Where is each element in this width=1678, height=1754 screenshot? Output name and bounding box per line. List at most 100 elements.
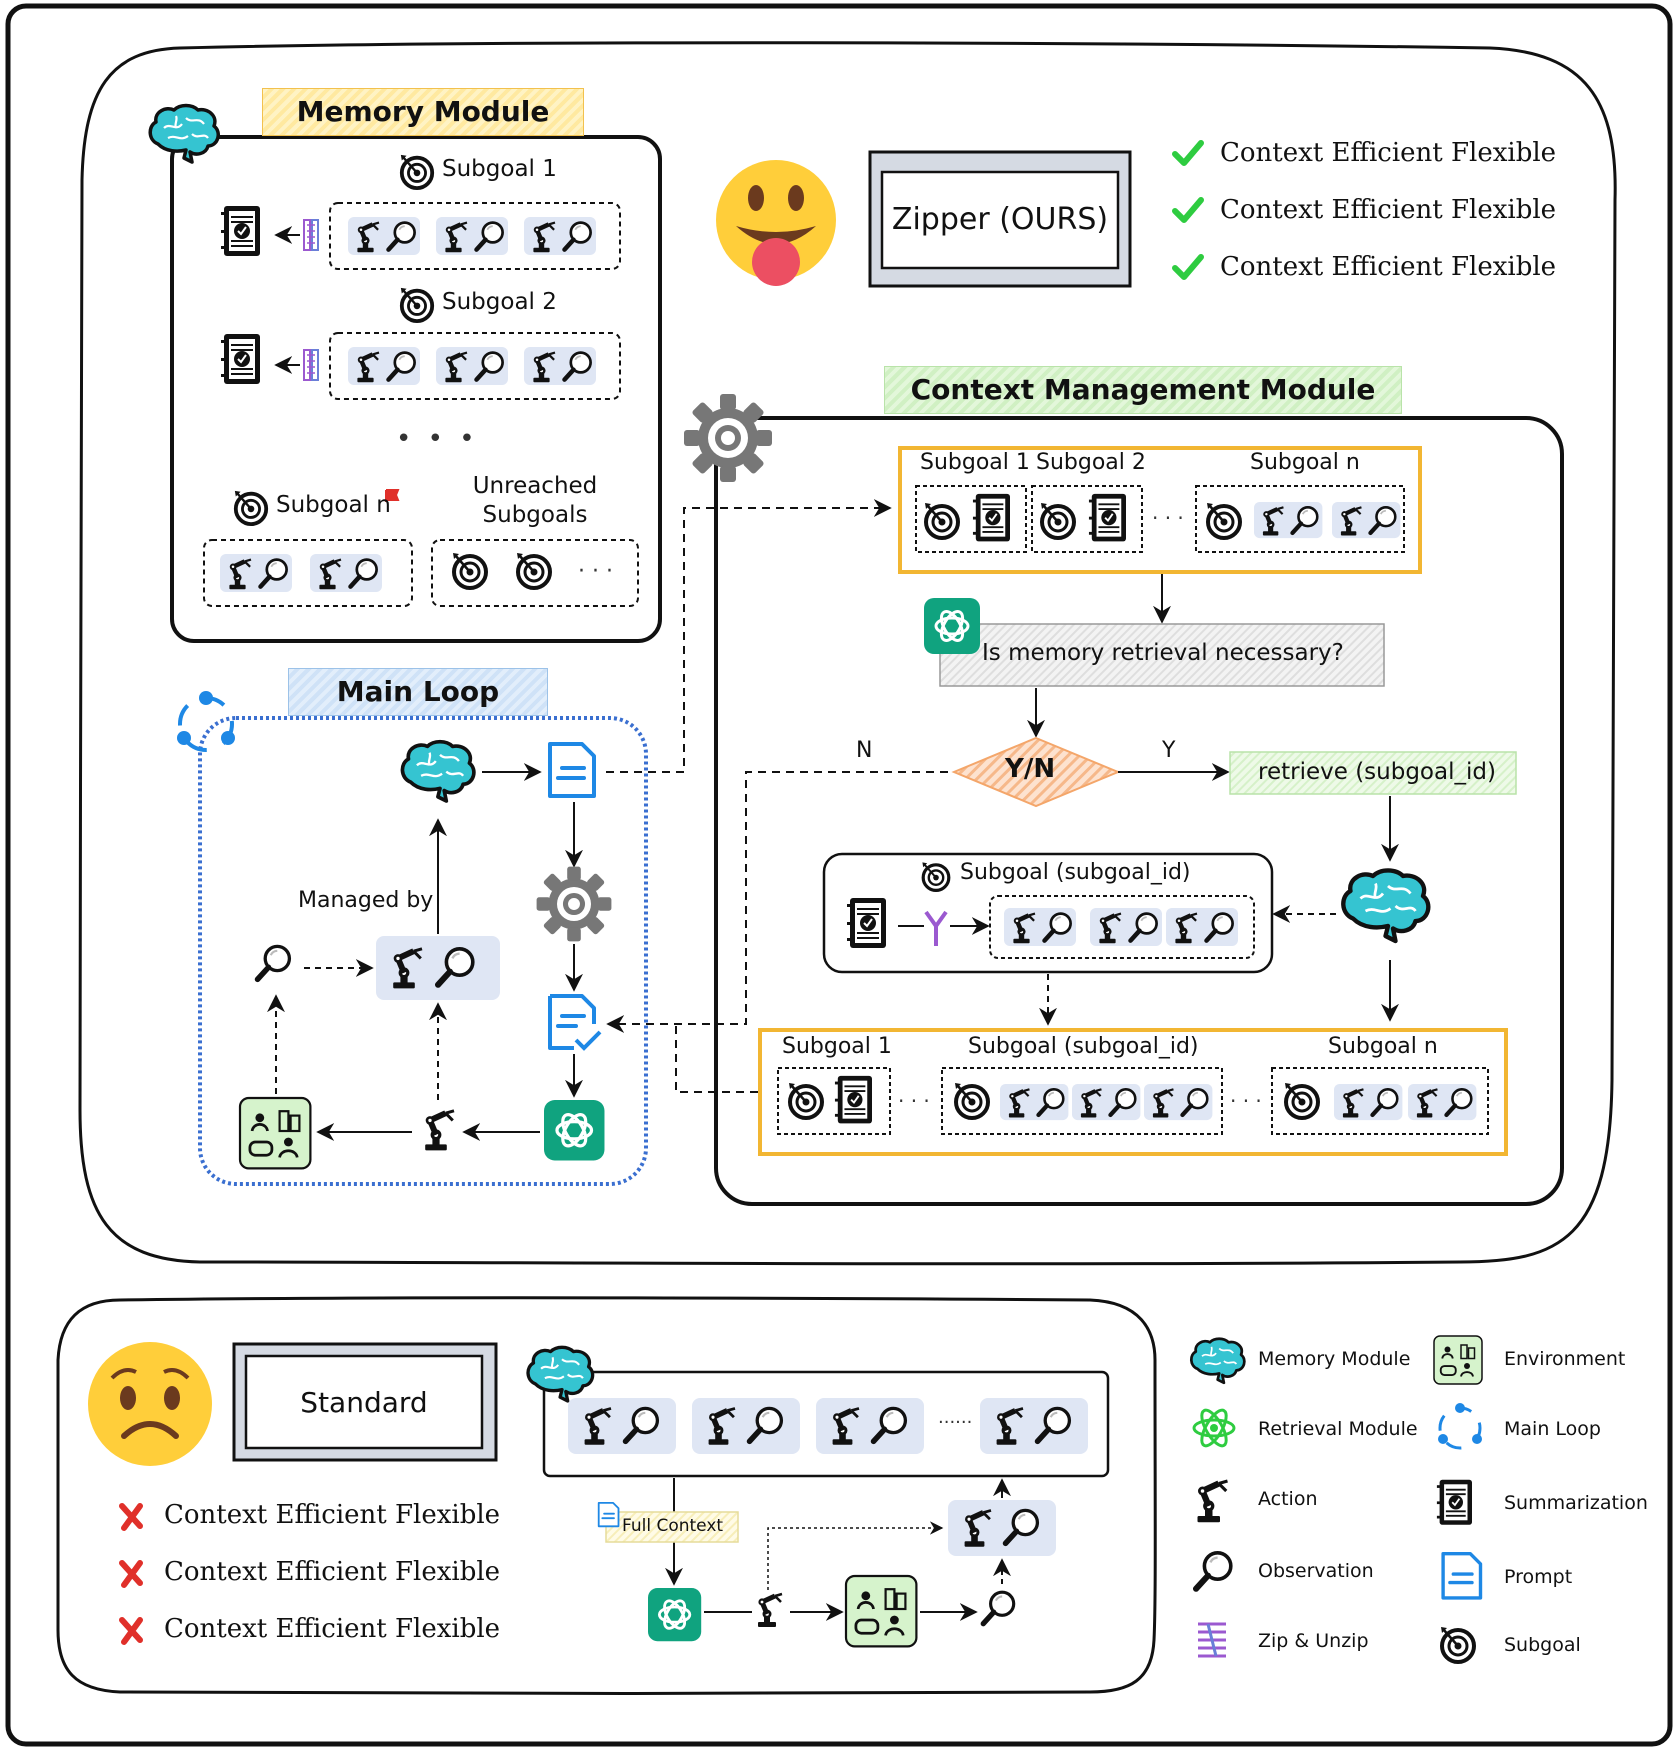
subgoal-target-icon bbox=[451, 551, 488, 590]
loop-icon bbox=[177, 691, 235, 752]
memory-module-box bbox=[170, 135, 662, 643]
ctx-top-subgoal-1: Subgoal 1 bbox=[920, 450, 1030, 475]
action-observation-pair bbox=[1254, 502, 1322, 538]
happy-emoji bbox=[716, 160, 836, 286]
action-icon bbox=[425, 1111, 454, 1151]
ctx-bottom-subgoal-n: Subgoal n bbox=[1328, 1034, 1438, 1059]
subgoal-target-icon bbox=[398, 285, 435, 324]
svg-text:· · ·: · · · bbox=[1152, 506, 1184, 530]
svg-text:· · ·: · · · bbox=[898, 1089, 930, 1113]
zipper-pro-1: Context Efficient Flexible bbox=[1220, 138, 1557, 168]
memory-ellipsis: • • • bbox=[396, 424, 479, 454]
summary-icon bbox=[972, 492, 1011, 543]
red-flag-icon bbox=[385, 489, 400, 502]
openai-logo-icon bbox=[646, 1586, 703, 1643]
ctx-bottom-subgoal-id: Subgoal (subgoal_id) bbox=[968, 1034, 1199, 1059]
svg-text:······: ······ bbox=[938, 1412, 972, 1433]
zipper-title: Zipper (OURS) bbox=[891, 202, 1109, 237]
subgoal-target-icon bbox=[232, 488, 269, 526]
action-observation-pair bbox=[1004, 908, 1076, 946]
subgoal-target-icon bbox=[920, 860, 951, 893]
zipper-pro-2: Context Efficient Flexible bbox=[1220, 195, 1557, 225]
magnifier-icon bbox=[1196, 1553, 1231, 1589]
environment-icon bbox=[1433, 1335, 1483, 1385]
check-icon bbox=[1175, 143, 1201, 163]
robot-arm-icon bbox=[1198, 1481, 1228, 1522]
summary-icon bbox=[834, 1074, 873, 1125]
legend-label-summarization: Summarization bbox=[1504, 1492, 1648, 1514]
zipper-icon bbox=[924, 910, 948, 946]
subgoal-target-icon bbox=[923, 501, 960, 540]
action-observation-pair bbox=[1072, 1084, 1140, 1120]
subgoal-target-icon bbox=[398, 152, 435, 191]
standard-title: Standard bbox=[300, 1386, 428, 1419]
gear-icon bbox=[536, 866, 612, 942]
cross-icon bbox=[122, 1620, 140, 1642]
subgoal-target-icon bbox=[515, 551, 552, 590]
action-observation-pair bbox=[436, 217, 508, 255]
subgoal-target-icon bbox=[953, 1081, 990, 1120]
context-module-header: Context Management Module bbox=[884, 366, 1402, 414]
subgoal-1-label: Subgoal 1 bbox=[442, 156, 557, 182]
legend-label-memory-module: Memory Module bbox=[1258, 1348, 1411, 1370]
ctx-top-subgoal-n: Subgoal n bbox=[1250, 450, 1360, 475]
action-observation-pair bbox=[1332, 502, 1400, 538]
legend bbox=[1189, 1335, 1483, 1664]
question-box bbox=[939, 623, 1385, 687]
brain-icon bbox=[1189, 1337, 1246, 1385]
question-text: Is memory retrieval necessary? bbox=[982, 640, 1344, 666]
prompt-check-icon bbox=[548, 994, 602, 1050]
summary-icon bbox=[846, 897, 887, 949]
cross-icon bbox=[122, 1563, 140, 1585]
summary-icon bbox=[1087, 492, 1127, 543]
action-observation-pair bbox=[524, 347, 596, 385]
subgoal-target-icon bbox=[1205, 501, 1242, 540]
action-icon bbox=[758, 1594, 782, 1627]
subgoal-target-icon bbox=[787, 1081, 824, 1120]
subgoal-target-icon bbox=[1283, 1081, 1320, 1120]
target-icon bbox=[1439, 1625, 1476, 1664]
observation-icon bbox=[258, 946, 290, 979]
svg-text:· · ·: · · · bbox=[1230, 1089, 1262, 1113]
action-observation-pair bbox=[948, 1500, 1056, 1556]
retrieved-subgoal-label: Subgoal (subgoal_id) bbox=[960, 860, 1191, 885]
action-observation-pair bbox=[348, 347, 420, 385]
retrieve-text: retrieve (subgoal_id) bbox=[1258, 759, 1496, 785]
openai-logo-icon bbox=[922, 596, 982, 656]
outer-frame bbox=[5, 3, 1673, 1747]
legend-label-observation: Observation bbox=[1258, 1560, 1374, 1582]
action-observation-pair bbox=[1408, 1084, 1476, 1120]
unreached-subgoals-label: Unreached Subgoals bbox=[472, 473, 598, 528]
managed-by-label: Managed by bbox=[298, 888, 434, 913]
legend-label-retrieval-module: Retrieval Module bbox=[1258, 1418, 1418, 1440]
full-context-label: Full Context bbox=[622, 1516, 724, 1536]
check-icon bbox=[1175, 200, 1201, 220]
decision-diamond bbox=[951, 736, 1121, 808]
pair-row: ······ bbox=[568, 1398, 1088, 1454]
prompt-icon bbox=[1441, 1551, 1483, 1600]
main-loop-box bbox=[198, 716, 648, 1186]
zipper-icon bbox=[303, 219, 319, 251]
action-observation-pair bbox=[220, 554, 292, 592]
legend-label-main-loop: Main Loop bbox=[1504, 1418, 1601, 1440]
action-observation-pair bbox=[1000, 1084, 1068, 1120]
check-icon bbox=[1175, 257, 1201, 277]
standard-con-2: Context Efficient Flexible bbox=[164, 1557, 501, 1587]
brain-icon bbox=[400, 739, 476, 803]
gear-icon bbox=[684, 394, 772, 482]
action-observation-pair bbox=[1334, 1084, 1402, 1120]
standard-con-3: Context Efficient Flexible bbox=[164, 1614, 501, 1644]
loop-icon bbox=[1438, 1403, 1482, 1450]
legend-label-prompt: Prompt bbox=[1504, 1566, 1573, 1588]
action-observation-pair bbox=[524, 217, 596, 255]
decision-text: Y/N bbox=[1005, 754, 1056, 784]
openai-logo-icon bbox=[542, 1098, 607, 1163]
standard-panel bbox=[56, 1296, 1157, 1695]
action-observation-pair bbox=[376, 936, 500, 1000]
cross-icon bbox=[122, 1506, 140, 1528]
summary-icon bbox=[220, 205, 261, 257]
subgoal-n-label: Subgoal n bbox=[276, 492, 391, 518]
action-observation-pair bbox=[310, 554, 382, 592]
legend-label-action: Action bbox=[1258, 1488, 1318, 1510]
